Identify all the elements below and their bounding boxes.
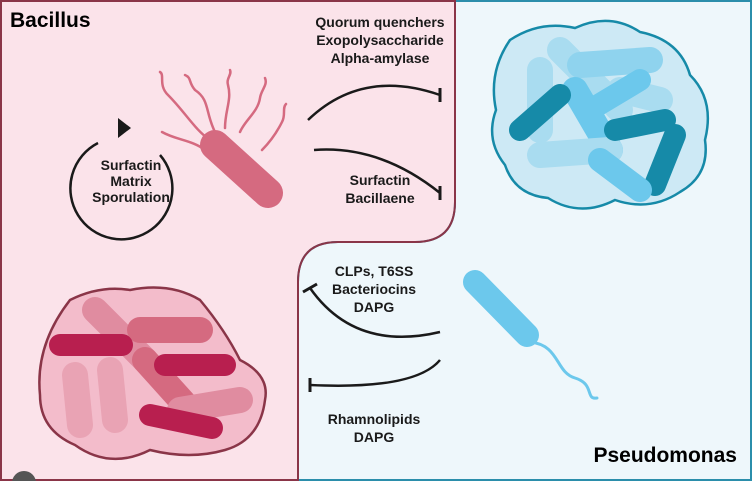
label-bacillaene: Bacillaene xyxy=(345,190,414,206)
bacillus-panel-border xyxy=(0,0,456,481)
label-clps-t6ss: CLPs, T6SS xyxy=(335,263,414,279)
corner-dot xyxy=(12,471,36,481)
bacillus-biofilm xyxy=(38,286,267,461)
label-rhamnolipids: Rhamnolipids xyxy=(328,411,421,427)
pseudomonas-cell-flagellated xyxy=(463,270,599,400)
pseudomonas-biofilm xyxy=(490,19,710,210)
inhibition-bar-3 xyxy=(302,282,318,294)
inhibition-arrow-4 xyxy=(309,359,441,387)
label-exopolysaccharide: Exopolysaccharide xyxy=(316,32,444,48)
cycle-label-surfactin: Surfactin xyxy=(101,157,162,173)
cycle-arc xyxy=(69,141,174,241)
inhibition-arrow-1 xyxy=(307,84,441,121)
pseudomonas-title: Pseudomonas xyxy=(593,444,737,467)
bacillus-title: Bacillus xyxy=(10,9,91,32)
regulation-cycle-arrow xyxy=(69,118,174,241)
cycle-label-sporulation: Sporulation xyxy=(92,189,170,205)
label-bacteriocins: Bacteriocins xyxy=(332,281,416,297)
inhibition-arrow-2 xyxy=(313,148,441,194)
inhibition-arrow-3 xyxy=(308,287,441,339)
label-dapg-1: DAPG xyxy=(354,299,395,315)
cycle-arrowhead xyxy=(118,118,131,138)
label-quorum-quenchers: Quorum quenchers xyxy=(315,14,444,30)
cycle-label-matrix: Matrix xyxy=(110,173,151,189)
label-alpha-amylase: Alpha-amylase xyxy=(331,50,430,66)
label-dapg-2: DAPG xyxy=(354,429,395,445)
label-surfactin: Surfactin xyxy=(350,172,411,188)
bacillus-cell-flagellated xyxy=(158,68,288,208)
